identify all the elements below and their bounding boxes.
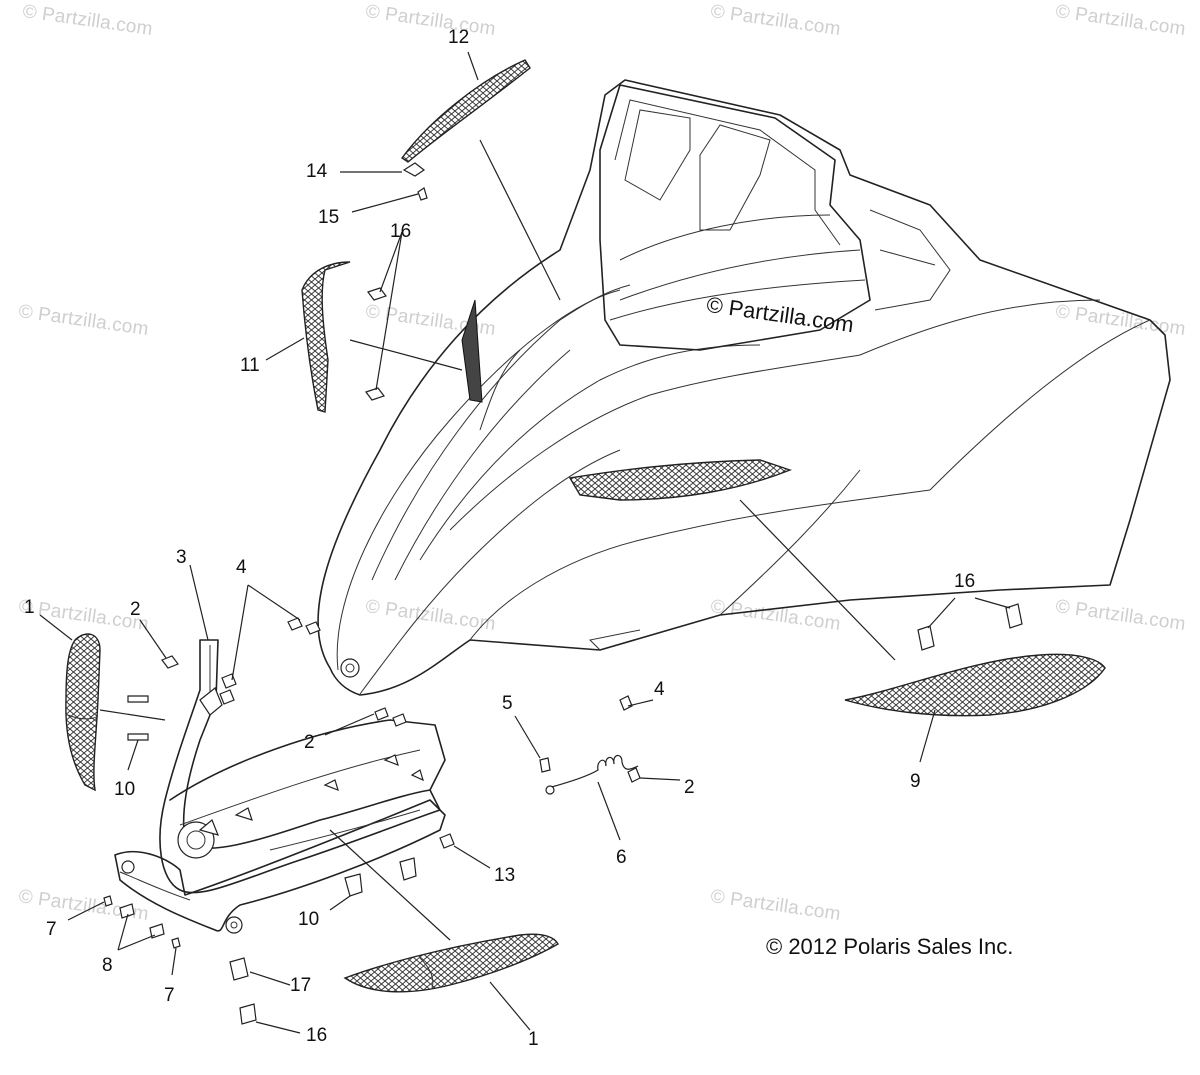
callout-3: 3 bbox=[176, 547, 187, 568]
callout-9: 9 bbox=[910, 771, 921, 792]
callout-16: 16 bbox=[390, 221, 412, 242]
part-1-left-mesh bbox=[65, 633, 101, 792]
callout-5: 5 bbox=[502, 693, 513, 714]
callout-12: 12 bbox=[448, 27, 470, 48]
part-11-vent bbox=[301, 261, 351, 413]
part-12-trim bbox=[401, 59, 531, 163]
callout-2: 2 bbox=[130, 599, 141, 620]
callout-4: 4 bbox=[654, 679, 665, 700]
callout-8: 8 bbox=[102, 955, 113, 976]
callout-1: 1 bbox=[528, 1029, 539, 1050]
part-9-mesh bbox=[844, 653, 1106, 717]
callout-2: 2 bbox=[304, 732, 315, 753]
callout-11: 11 bbox=[240, 355, 260, 376]
hardware bbox=[103, 603, 1023, 1025]
callout-16: 16 bbox=[954, 571, 976, 592]
callout-16: 16 bbox=[306, 1025, 328, 1046]
callout-15: 15 bbox=[318, 207, 340, 228]
callout-2: 2 bbox=[684, 777, 695, 798]
part-6-harness bbox=[547, 754, 639, 789]
callout-14: 14 bbox=[306, 161, 328, 182]
part-1-bottom-mesh bbox=[343, 933, 559, 993]
callout-4: 4 bbox=[236, 557, 247, 578]
callout-6: 6 bbox=[616, 847, 627, 868]
callout-13: 13 bbox=[494, 865, 516, 886]
callout-1: 1 bbox=[24, 597, 35, 618]
callout-7: 7 bbox=[46, 919, 57, 940]
copyright-notice: © 2012 Polaris Sales Inc. bbox=[766, 934, 1014, 959]
callout-17: 17 bbox=[290, 975, 312, 996]
callout-10: 10 bbox=[298, 909, 320, 930]
callout-7: 7 bbox=[164, 985, 175, 1006]
hood bbox=[317, 79, 1171, 696]
part-3-bumper bbox=[114, 639, 446, 934]
callout-10: 10 bbox=[114, 779, 136, 800]
leader-lines bbox=[39, 51, 1011, 1034]
